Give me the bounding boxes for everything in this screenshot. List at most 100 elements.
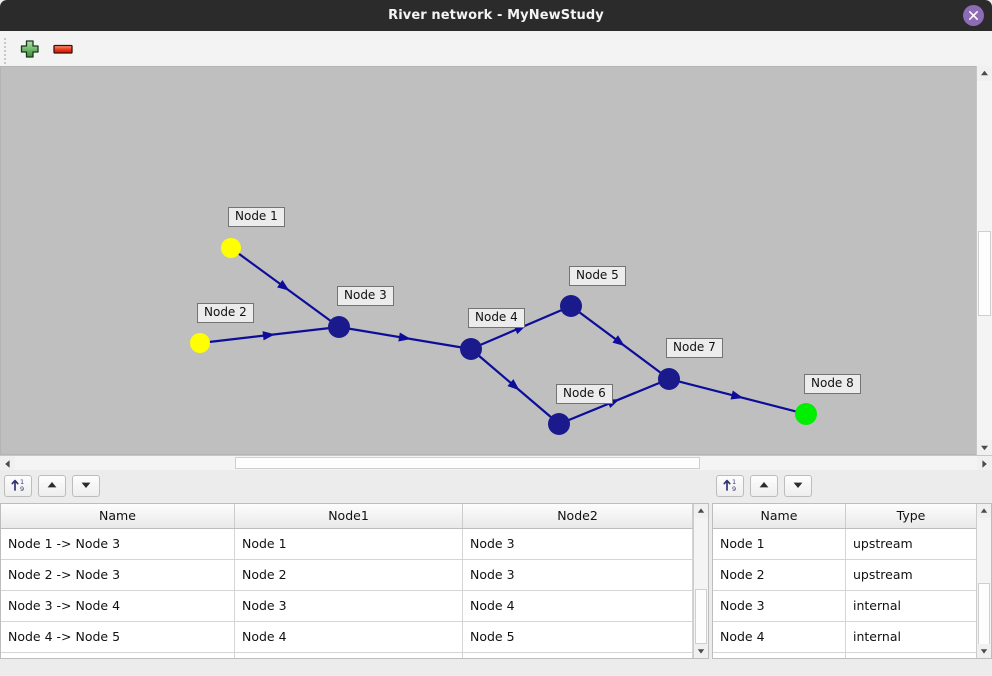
table-cell[interactable]: Node 2 <box>235 560 463 590</box>
add-node-icon[interactable] <box>19 39 41 59</box>
window-title: River network - MyNewStudy <box>388 8 604 23</box>
diagram-scroll-thumb[interactable] <box>978 231 991 316</box>
table-cell[interactable]: Node 3 <box>713 591 846 621</box>
table-cell[interactable]: Node 1 <box>713 529 846 559</box>
table-cell[interactable]: Node 3 <box>235 591 463 621</box>
move-up-button[interactable] <box>38 475 66 497</box>
table-cell[interactable] <box>463 653 693 658</box>
table-cell[interactable]: Node 2 -> Node 3 <box>1 560 235 590</box>
graph-node[interactable] <box>560 295 582 317</box>
edge-arrow-icon <box>277 279 290 291</box>
column-header[interactable]: Node2 <box>463 504 693 528</box>
scroll-down-arrow-icon[interactable] <box>977 440 992 455</box>
sort-ascending-icon[interactable]: 1 9 <box>716 475 744 497</box>
network-diagram-canvas[interactable]: Node 1 Node 2 Node 3 Node 4 Node 5 Node 6 Node… <box>0 66 992 455</box>
graph-node-label[interactable]: Node 2 <box>197 303 254 323</box>
graph-node[interactable] <box>795 403 817 425</box>
title-bar: River network - MyNewStudy <box>0 0 992 31</box>
graph-node-label[interactable]: Node 3 <box>337 286 394 306</box>
diagram-horizontal-scrollbar[interactable] <box>0 455 992 470</box>
graph-node-label[interactable]: Node 6 <box>556 384 613 404</box>
table-cell[interactable]: Node 4 <box>235 622 463 652</box>
graph-node-label[interactable]: Node 5 <box>569 266 626 286</box>
scroll-up-arrow-icon[interactable] <box>977 504 991 518</box>
scroll-up-arrow-icon[interactable] <box>977 66 992 81</box>
edge-arrow-icon <box>730 390 744 400</box>
toolbar-grip[interactable] <box>3 36 8 64</box>
scroll-left-arrow-icon[interactable] <box>0 456 15 470</box>
graph-node-label[interactable]: Node 8 <box>804 374 861 394</box>
table-cell[interactable]: Node 3 <box>463 560 693 590</box>
move-down-button[interactable] <box>784 475 812 497</box>
table-cell[interactable] <box>1 653 235 658</box>
nodes-scroll-thumb[interactable] <box>978 583 990 645</box>
reaches-scroll-thumb[interactable] <box>695 589 707 644</box>
edge-arrow-icon <box>612 335 625 347</box>
nodes-scroll-track[interactable] <box>977 519 991 645</box>
graph-node[interactable] <box>221 238 241 258</box>
diagram-scroll-track[interactable] <box>977 81 992 440</box>
table-cell[interactable]: Node 1 -> Node 3 <box>1 529 235 559</box>
delete-node-icon[interactable] <box>52 39 74 59</box>
graph-node-label[interactable]: Node 1 <box>228 207 285 227</box>
diagram-hscroll-thumb[interactable] <box>235 457 700 469</box>
graph-node[interactable] <box>548 413 570 435</box>
column-header[interactable]: Name <box>713 504 846 528</box>
table-cell[interactable]: Node 3 <box>463 529 693 559</box>
table-cell[interactable] <box>846 653 977 658</box>
table-cell[interactable]: Node 5 <box>463 622 693 652</box>
table-cell[interactable]: upstream <box>846 560 977 590</box>
main-toolbar <box>0 31 992 67</box>
reaches-table-scrollbar[interactable] <box>693 504 708 658</box>
scroll-down-arrow-icon[interactable] <box>977 644 991 658</box>
table-cell[interactable]: internal <box>846 622 977 652</box>
diagram-vertical-scrollbar[interactable] <box>976 66 992 455</box>
table-row[interactable] <box>1 653 708 658</box>
column-header[interactable]: Name <box>1 504 235 528</box>
close-icon[interactable] <box>963 5 984 26</box>
graph-node[interactable] <box>328 316 350 338</box>
reaches-toolbar: 1 9 <box>0 471 709 503</box>
table-cell[interactable]: upstream <box>846 529 977 559</box>
table-cell[interactable]: Node 4 <box>713 622 846 652</box>
graph-node[interactable] <box>460 338 482 360</box>
table-cell[interactable]: Node 2 <box>713 560 846 590</box>
graph-node-label[interactable]: Node 4 <box>468 308 525 328</box>
table-cell[interactable]: Node 3 -> Node 4 <box>1 591 235 621</box>
table-cell[interactable]: Node 4 <box>463 591 693 621</box>
column-header[interactable]: Type <box>846 504 977 528</box>
scroll-right-arrow-icon[interactable] <box>977 456 992 470</box>
graph-node[interactable] <box>658 368 680 390</box>
table-cell[interactable]: Node 4 -> Node 5 <box>1 622 235 652</box>
node-layer <box>190 238 817 435</box>
nodes-table-scrollbar[interactable] <box>976 504 991 658</box>
graph-node[interactable] <box>190 333 210 353</box>
reaches-scroll-track[interactable] <box>694 519 708 644</box>
table-cell[interactable]: Node 1 <box>235 529 463 559</box>
column-header[interactable]: Node1 <box>235 504 463 528</box>
move-down-button[interactable] <box>72 475 100 497</box>
table-row[interactable] <box>713 653 991 658</box>
table-cell[interactable] <box>713 653 846 658</box>
table-cell[interactable]: internal <box>846 591 977 621</box>
table-cell[interactable] <box>235 653 463 658</box>
move-up-button[interactable] <box>750 475 778 497</box>
scroll-down-arrow-icon[interactable] <box>694 644 708 658</box>
sort-ascending-icon[interactable]: 1 9 <box>4 475 32 497</box>
graph-node-label[interactable]: Node 7 <box>666 338 723 358</box>
scroll-up-arrow-icon[interactable] <box>694 504 708 518</box>
